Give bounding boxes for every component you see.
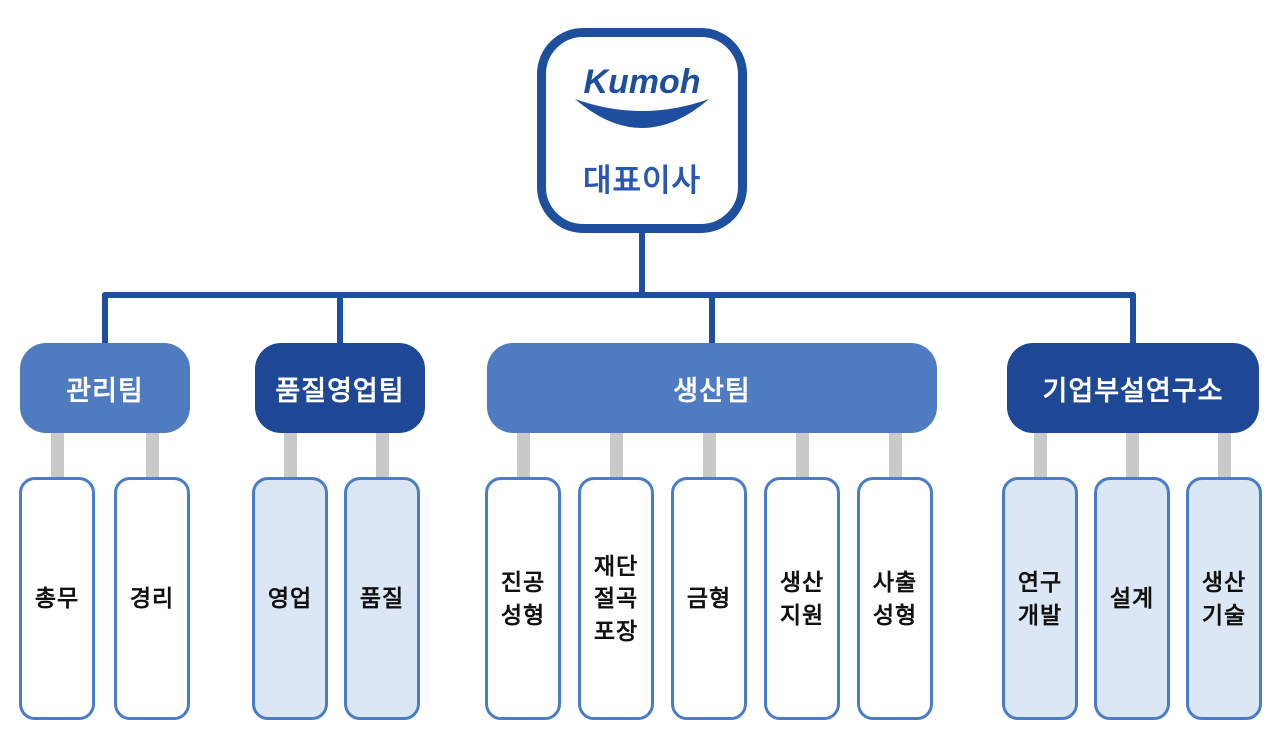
connector-drop-dept-3 (709, 292, 715, 347)
leaf-label: 총무 (19, 477, 95, 720)
connector-stub (50, 433, 64, 477)
leaf-general-affairs: 총무 (19, 433, 95, 720)
connector-stub (702, 433, 716, 477)
leaf-production-support: 생산 지원 (764, 433, 840, 720)
leaf-label: 사출 성형 (857, 477, 933, 720)
dept-label: 생산팀 (673, 375, 751, 406)
dept-management: 관리팀 (20, 343, 190, 433)
leaf-label: 금형 (671, 477, 747, 720)
leaf-quality: 품질 (344, 433, 420, 720)
connector-stub (609, 433, 623, 477)
leaf-cutting-bending-packing: 재단 절곡 포장 (578, 433, 654, 720)
ceo-node: Kumoh 대표이사 (537, 28, 747, 233)
connector-stub (145, 433, 159, 477)
dept-production: 생산팀 (487, 343, 937, 433)
leaf-label: 품질 (344, 477, 420, 720)
leaf-sales: 영업 (252, 433, 328, 720)
leaf-label: 재단 절곡 포장 (578, 477, 654, 720)
connector-drop-dept-4 (1130, 292, 1136, 347)
connector-stub (795, 433, 809, 477)
leaf-label: 경리 (114, 477, 190, 720)
kumoh-logo: Kumoh (575, 63, 709, 128)
leaf-label: 설계 (1094, 477, 1170, 720)
leaf-vacuum-forming: 진공 성형 (485, 433, 561, 720)
connector-stub (375, 433, 389, 477)
leaf-label: 진공 성형 (485, 477, 561, 720)
connector-root-vertical (639, 229, 645, 295)
connector-stub (888, 433, 902, 477)
dept-label: 기업부설연구소 (1042, 375, 1224, 406)
leaf-accounting: 경리 (114, 433, 190, 720)
leaf-label: 생산 지원 (764, 477, 840, 720)
connector-drop-dept-1 (102, 292, 108, 347)
connector-stub (1033, 433, 1047, 477)
dept-label: 품질영업팀 (275, 375, 405, 406)
leaf-injection-molding: 사출 성형 (857, 433, 933, 720)
dept-label: 관리팀 (66, 375, 144, 406)
leaf-label: 연구 개발 (1002, 477, 1078, 720)
kumoh-logo-crescent (575, 99, 709, 128)
ceo-title: 대표이사 (582, 163, 702, 198)
connector-stub (516, 433, 530, 477)
leaf-label: 영업 (252, 477, 328, 720)
connector-stub (1125, 433, 1139, 477)
connector-stub (283, 433, 297, 477)
leaf-design: 설계 (1094, 433, 1170, 720)
leaf-rnd: 연구 개발 (1002, 433, 1078, 720)
dept-research-institute: 기업부설연구소 (1007, 343, 1259, 433)
leaf-production-technology: 생산 기술 (1186, 433, 1262, 720)
connector-stub (1217, 433, 1231, 477)
dept-quality-sales: 품질영업팀 (255, 343, 425, 433)
leaf-mold: 금형 (671, 433, 747, 720)
connector-horizontal (102, 292, 1136, 298)
kumoh-logo-text: Kumoh (583, 63, 700, 101)
leaf-label: 생산 기술 (1186, 477, 1262, 720)
connector-drop-dept-2 (337, 292, 343, 347)
